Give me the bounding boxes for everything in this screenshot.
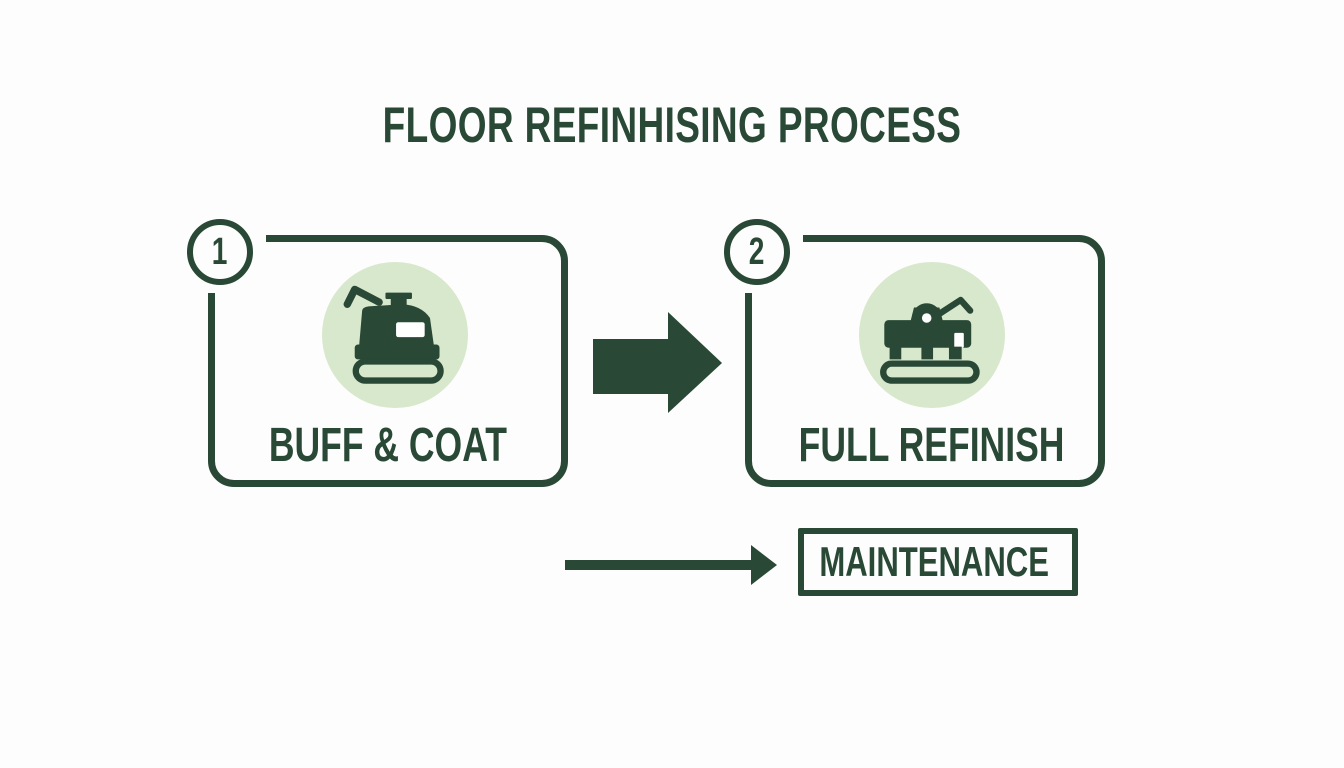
floor-sander-glyph (880, 296, 980, 384)
step2-number: 2 (749, 230, 765, 273)
step2-label-text: FULL REFINISH (798, 419, 1065, 472)
floor-buffer-glyph (343, 285, 444, 384)
step-box-full-refinish: 2 FULL REFINISH (724, 219, 1105, 487)
maintenance-label: MAINTENANCE (779, 541, 1089, 583)
page-title: FLOOR REFINHISING PROCESS (0, 96, 1344, 154)
step1-number: 1 (212, 230, 228, 273)
arrow-right-icon (565, 545, 777, 585)
step2-label: FULL REFINISH (752, 418, 1098, 473)
arrow-right-icon (593, 312, 722, 413)
step1-label-text: BUFF & COAT (268, 419, 508, 472)
step1-label: BUFF & COAT (215, 418, 561, 473)
step1-number-badge: 1 (187, 219, 253, 285)
maintenance-label-text: MAINTENANCE (819, 538, 1049, 585)
maintenance-box: MAINTENANCE (798, 528, 1078, 596)
page-title-text: FLOOR REFINHISING PROCESS (382, 97, 962, 153)
floor-buffer-icon (322, 262, 468, 408)
floor-sander-icon (859, 262, 1005, 408)
step2-number-badge: 2 (724, 219, 790, 285)
step-box-buff-coat: 1 BUFF & COAT (187, 219, 568, 487)
